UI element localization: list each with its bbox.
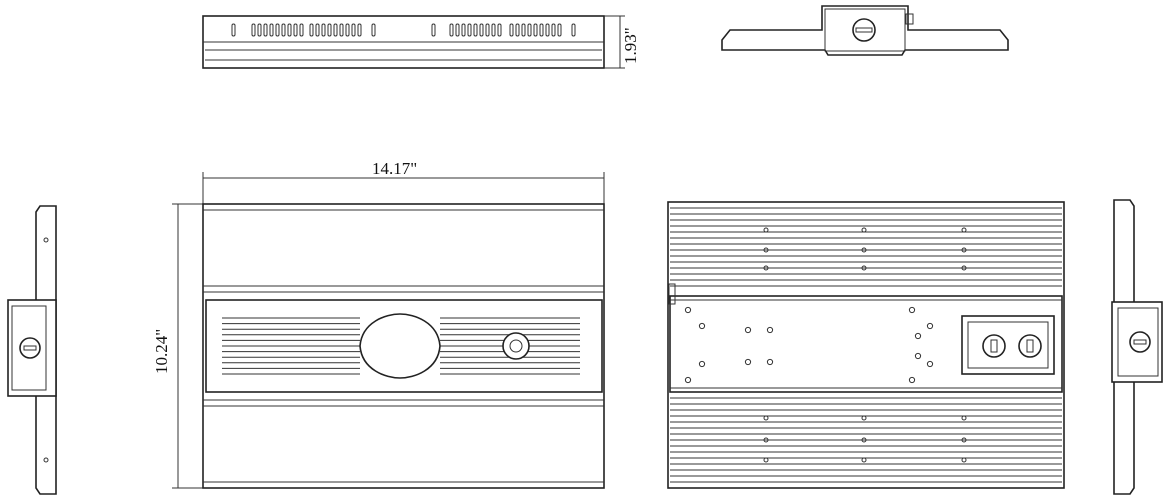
- fin-rivet: [861, 247, 867, 253]
- vent-slot: [351, 23, 356, 37]
- vent-slot: [485, 23, 490, 37]
- left-side-profile: [7, 205, 57, 495]
- mounting-hole: [766, 326, 774, 334]
- height-dimension: 1.93": [604, 15, 640, 69]
- mounting-hole: [698, 322, 706, 330]
- vent-slot: [473, 23, 478, 37]
- mounting-hole: [698, 360, 706, 368]
- mounting-hole: [684, 306, 692, 314]
- vent-slot: [545, 23, 550, 37]
- vent-slot: [315, 23, 320, 37]
- fin-rivet: [961, 247, 967, 253]
- mounting-hole: [744, 358, 752, 366]
- vent-slot: [293, 23, 298, 37]
- vent-slot: [479, 23, 484, 37]
- vent-slot: [467, 23, 472, 37]
- vent-slot: [263, 23, 268, 37]
- center-cutout: [359, 313, 441, 379]
- mounting-hole: [926, 360, 934, 368]
- vent-slot: [527, 23, 532, 37]
- fin-rivet: [763, 437, 769, 443]
- vent-slot: [327, 23, 332, 37]
- mounting-hole: [766, 358, 774, 366]
- mounting-hole: [684, 376, 692, 384]
- driver-port-left: [982, 334, 1006, 358]
- vent-slot: [339, 23, 344, 37]
- mounting-hole: [908, 376, 916, 384]
- fin-rivet: [861, 227, 867, 233]
- vent-slot: [461, 23, 466, 37]
- vent-slot: [371, 23, 376, 37]
- vent-slot: [333, 23, 338, 37]
- vent-slot: [571, 23, 576, 37]
- vent-slot: [431, 23, 436, 37]
- fin-rivet: [861, 415, 867, 421]
- vent-slot: [557, 23, 562, 37]
- fin-rivet: [961, 265, 967, 271]
- right-side-profile: [1111, 199, 1163, 495]
- fin-rivet: [861, 457, 867, 463]
- depth-dimension-label: 10.24": [152, 329, 171, 374]
- vent-slot: [491, 23, 496, 37]
- fin-rivet: [763, 415, 769, 421]
- fin-rivet: [961, 457, 967, 463]
- front-vent-slots: [231, 23, 576, 37]
- fin-rivet: [763, 227, 769, 233]
- width-dimension: 14.17": [202, 159, 605, 204]
- sensor-port: [502, 332, 530, 360]
- vent-slot: [509, 23, 514, 37]
- side-bracket-profile: [721, 5, 1009, 56]
- vent-slot: [299, 23, 304, 37]
- vent-slot: [287, 23, 292, 37]
- main-front-view: [202, 203, 605, 489]
- vent-slot: [345, 23, 350, 37]
- vent-slot: [281, 23, 286, 37]
- mounting-hole: [744, 326, 752, 334]
- height-dimension-label: 1.93": [621, 27, 640, 64]
- vent-slot: [251, 23, 256, 37]
- vent-slot: [497, 23, 502, 37]
- vent-slot: [275, 23, 280, 37]
- mounting-hole: [914, 332, 922, 340]
- vent-slot: [551, 23, 556, 37]
- vent-slot: [515, 23, 520, 37]
- vent-slot: [257, 23, 262, 37]
- back-heatsink-fins: [670, 207, 1062, 483]
- vent-slot: [521, 23, 526, 37]
- vent-slot: [269, 23, 274, 37]
- fin-rivet: [961, 227, 967, 233]
- vent-slot: [539, 23, 544, 37]
- vent-slot: [357, 23, 362, 37]
- fin-rivet: [763, 457, 769, 463]
- vent-slot: [449, 23, 454, 37]
- mounting-hole: [908, 306, 916, 314]
- fin-rivet: [961, 415, 967, 421]
- mounting-hole: [914, 352, 922, 360]
- vent-slot: [533, 23, 538, 37]
- fin-rivet: [763, 265, 769, 271]
- vent-slot: [321, 23, 326, 37]
- depth-dimension: 10.24": [152, 203, 203, 489]
- width-dimension-label: 14.17": [372, 159, 417, 178]
- driver-port-right: [1018, 334, 1042, 358]
- fin-rivet: [961, 437, 967, 443]
- vent-slot: [309, 23, 314, 37]
- fin-rivet: [763, 247, 769, 253]
- front-profile-view: [202, 15, 605, 69]
- fin-rivet: [861, 437, 867, 443]
- vent-slot: [231, 23, 236, 37]
- fin-rivet: [861, 265, 867, 271]
- mounting-plate-holes: [684, 306, 934, 384]
- back-view: [667, 201, 1065, 489]
- vent-slot: [455, 23, 460, 37]
- driver-box: [961, 315, 1055, 375]
- mounting-hole: [926, 322, 934, 330]
